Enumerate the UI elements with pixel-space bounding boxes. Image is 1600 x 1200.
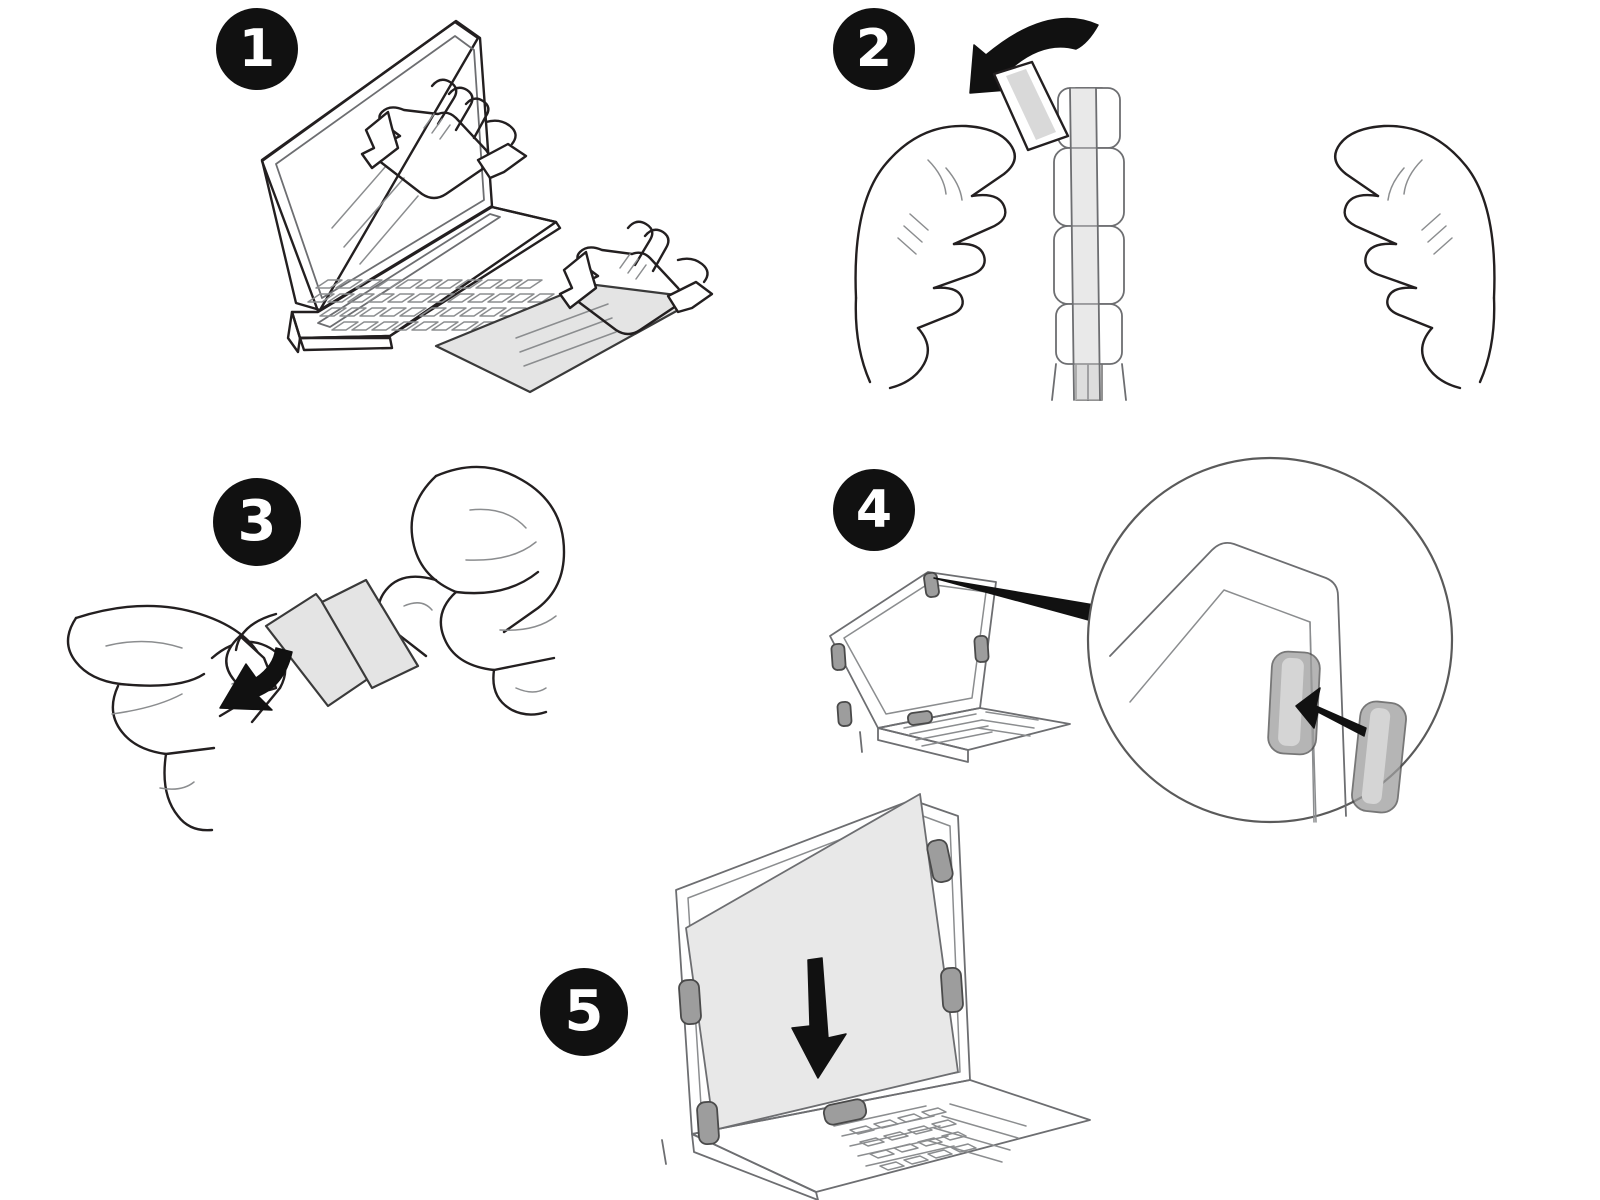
adhesive-tab-detached [992,60,1070,152]
step-5-panel: 5 [430,780,1130,1200]
step-1-number: 1 [238,19,276,79]
laptop-large-front [691,1133,819,1200]
filter-wipe-streaks [515,303,617,367]
step-2-panel: 2 [800,0,1600,440]
liner-overlay [1070,88,1100,400]
curved-arrow-peel [219,647,293,711]
tab-top-right [923,571,940,598]
step-5-badge: 5 [540,968,628,1056]
hand-upper [373,78,517,200]
laptop-hinge-left [286,310,302,354]
step-3-number: 3 [237,489,277,554]
down-arrow [791,957,847,1079]
tab-left-mid [678,978,702,1026]
adhesive-tab-strip [1051,87,1127,401]
step-3-badge: 3 [213,478,301,566]
step-1-panel: 1 [0,0,800,440]
step-4-badge: 4 [833,469,915,551]
hand-lower-left [66,604,287,832]
laptop-deck-edge [298,205,562,340]
step-3-illustration [66,465,566,832]
laptop-large-keys [833,1103,1027,1171]
step-5-illustration [661,793,1091,1200]
step-4-number: 4 [855,480,893,540]
step-1-badge: 1 [216,8,298,90]
hand-upper-right [377,465,566,716]
laptop-small-hinge [859,731,863,753]
bezel-tabs [678,838,964,1146]
hand-left [854,124,1016,390]
laptop-lid [260,19,494,313]
laptop-front-edge [298,336,394,352]
cleaning-cloth-upper [360,110,528,180]
hand-right [1334,124,1496,390]
step-4-illustration [829,456,1454,824]
laptop-small-screen [843,583,987,715]
laptop-small [829,571,1071,763]
magnified-bezel-outer [1109,541,1347,817]
magnified-tab-applied-highlight [1278,657,1304,747]
laptop-large-hinge [661,1139,667,1165]
cleaning-cloth-lower [558,250,714,314]
bezel-tabs [830,571,990,727]
tab-top-right [926,838,954,884]
step-5-number: 5 [564,979,604,1044]
tab-left-bottom [696,1100,720,1146]
laptop-screen-inner [275,35,485,299]
adhesive-tab [264,578,420,708]
step-2-illustration [854,17,1496,401]
step-2-badge: 2 [833,8,915,90]
tab-right-mid [973,634,990,663]
laptop-small-keys [903,711,1039,747]
tab-bottom [822,1098,868,1126]
step-1-illustration [260,19,714,394]
wipe-streaks [331,165,419,265]
tab-left-bottom [836,700,853,727]
laptop-palmrest-strip [317,213,501,328]
step-2-number: 2 [855,19,893,79]
step-4-panel: 4 [800,440,1600,840]
step-3-panel: 3 [0,440,800,860]
laptop-open-large [661,799,1091,1200]
laptop-small-lid [829,571,997,729]
magnified-tab-incoming-highlight [1361,708,1391,804]
callout-pointer [933,577,1101,623]
laptop-large-lid [675,799,971,1135]
tab-liner-highlight [1006,69,1056,140]
hand-lower [571,220,709,336]
tab-left-mid [830,642,847,671]
tab-right-mid [940,966,964,1014]
tab-bottom [907,710,933,726]
callout-circle [1086,456,1454,824]
straight-arrow-left [1295,687,1367,737]
